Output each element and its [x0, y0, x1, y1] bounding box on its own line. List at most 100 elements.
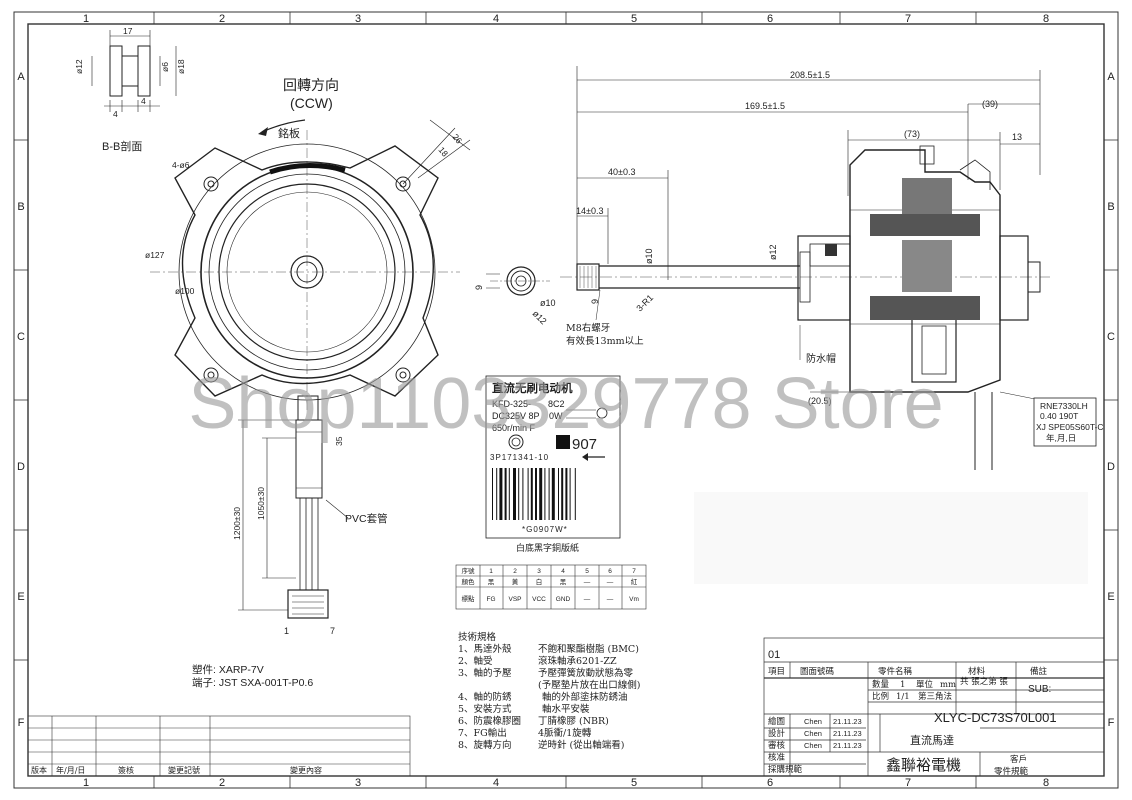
table-cell: 黑: [560, 578, 567, 586]
tag-line: RNE7330LH: [1040, 401, 1088, 411]
row-label: B: [1107, 201, 1114, 213]
table-cell: VSP: [508, 596, 521, 603]
col-label: 1: [83, 13, 89, 25]
dim-label: 1050±30: [256, 487, 266, 520]
spec-list: 技術規格 1、馬達外殼 不飽和聚酯樹脂 (BMC) 2、軸受 滾珠軸承6201-…: [458, 631, 640, 751]
table-header: 6: [608, 568, 612, 575]
watermark: Shop1103329778 Store: [188, 364, 943, 444]
product-name: 直流馬達: [910, 733, 954, 747]
connector-pin-7: 7: [330, 626, 335, 636]
col-label: 2: [219, 777, 225, 789]
spec-label: 1、馬達外殼: [458, 643, 512, 655]
row-label: A: [17, 71, 25, 83]
tb-name: Chen: [804, 741, 822, 750]
black-square-icon: [556, 435, 570, 449]
side-dim-labels: 208.5±1.5 169.5±1.5 (39) (73) 13 40±0.3 …: [474, 70, 1022, 406]
rotation-ccw: (CCW): [290, 95, 333, 111]
barcode-bar: [565, 468, 568, 520]
tb-customer: 客戶: [1010, 754, 1027, 765]
dim-label: 1200±30: [232, 507, 242, 540]
barcode-bar: [561, 468, 564, 520]
spacer-detail: [91, 30, 177, 112]
spec-value: 不飽和聚酯樹脂 (BMC): [538, 643, 639, 655]
revision-block: 版本 年/月/日 簽核 變更記號 變更內容: [27, 715, 411, 777]
tb-value: 1: [900, 680, 905, 690]
nameplate-label: 銘板: [278, 126, 300, 140]
tb-header: 圖面號碼: [800, 666, 835, 677]
company-name: 鑫聯裕電機: [886, 756, 961, 774]
dim-label: 17: [123, 26, 133, 36]
cable-dims: 1200±30 1050±30 35: [232, 436, 344, 540]
pvc-label: PVC套管: [345, 512, 388, 525]
dim-label: ø100: [175, 286, 195, 296]
rotation-label: 回轉方向: [283, 77, 339, 93]
dim-label: (20.5): [808, 396, 832, 406]
barcode-bar: [518, 468, 520, 520]
spec-label: 8、旋轉方向: [458, 739, 512, 751]
tb-role: 審核: [768, 740, 786, 751]
col-label: 4: [493, 13, 499, 25]
dim-label: ø10: [644, 248, 654, 264]
dim-label: 18: [436, 145, 450, 159]
row-label: A: [1107, 71, 1115, 83]
table-cell: FG: [486, 596, 495, 603]
barcode-bar: [548, 468, 550, 520]
tb-label: 第三角法: [918, 691, 952, 702]
nameplate-line: 8C2: [548, 399, 565, 409]
rev-header: 變更內容: [290, 765, 322, 775]
col-label: 3: [355, 777, 361, 789]
table-cell: 標點: [462, 594, 476, 603]
dim-label: ø12: [768, 244, 778, 260]
connector-pin-1: 1: [284, 626, 289, 636]
barcode-bar: [535, 468, 537, 520]
barcode-bar: [513, 468, 516, 520]
dim-label: 26: [450, 132, 464, 146]
spec-label: 3、軸的予壓: [458, 667, 512, 679]
row-label: D: [1107, 461, 1115, 473]
table-cell: VCC: [532, 596, 546, 603]
table-cell: —: [607, 579, 614, 586]
row-label: E: [1107, 591, 1114, 603]
col-label: 6: [767, 13, 773, 25]
shaft-end-section: [486, 266, 550, 296]
nameplate-line: 0W: [549, 411, 563, 421]
table-cell: 紅: [631, 577, 638, 586]
row-label: F: [18, 717, 25, 729]
barcode-bar: [558, 468, 559, 520]
dim-label: ø12: [74, 59, 84, 74]
col-label: 4: [493, 777, 499, 789]
col-label: 7: [905, 777, 911, 789]
nameplate-band: [269, 162, 346, 175]
nameplate-line: 650r/min F: [492, 423, 536, 433]
frame-column-ticks: [14, 12, 1118, 788]
dim-label: 40±0.3: [608, 167, 635, 177]
rev-number: 01: [768, 649, 780, 661]
tb-role: 核准: [768, 752, 786, 763]
tb-label: 數量: [872, 679, 890, 690]
barcode-bar: [574, 468, 576, 520]
spec-value: 丁腈橡膠 (NBR): [538, 715, 609, 727]
frame-labels: 1 2 3 4 5 6 7 8 1 2 3 4 5 6 7 8 A B C D …: [17, 13, 1115, 789]
arrow-head: [582, 453, 588, 461]
col-label: 7: [905, 13, 911, 25]
dim-label: 9: [590, 299, 600, 304]
spec-value: 滾珠軸承6201-ZZ: [538, 655, 617, 667]
thread-length-label: 有效長13mm以上: [566, 335, 644, 347]
barcode-bar: [522, 468, 524, 520]
table-header: 1: [489, 568, 493, 575]
rev-header: 版本: [31, 765, 47, 775]
terminal-label: 端子: JST SXA-001T-P0.6: [192, 676, 313, 689]
motor-shaft: [560, 263, 1050, 321]
dim-label: 4: [141, 96, 146, 106]
row-label: B: [17, 201, 24, 213]
barcode-bar: [508, 468, 510, 520]
col-label: 1: [83, 777, 89, 789]
barcode-bar: [527, 468, 529, 520]
wire-table: 序號 1 2 3 4 5 6 7 顏色 黑 黃 白 黑 — — 紅 標點 FG …: [455, 564, 647, 610]
barcode-text: *G0907W*: [522, 525, 568, 534]
rev-header: 簽核: [118, 765, 134, 775]
dim-label: ø10: [540, 298, 556, 308]
rotation-mark-icon: [596, 407, 608, 419]
dim-label: ø12: [531, 308, 549, 326]
row-label: E: [17, 591, 24, 603]
